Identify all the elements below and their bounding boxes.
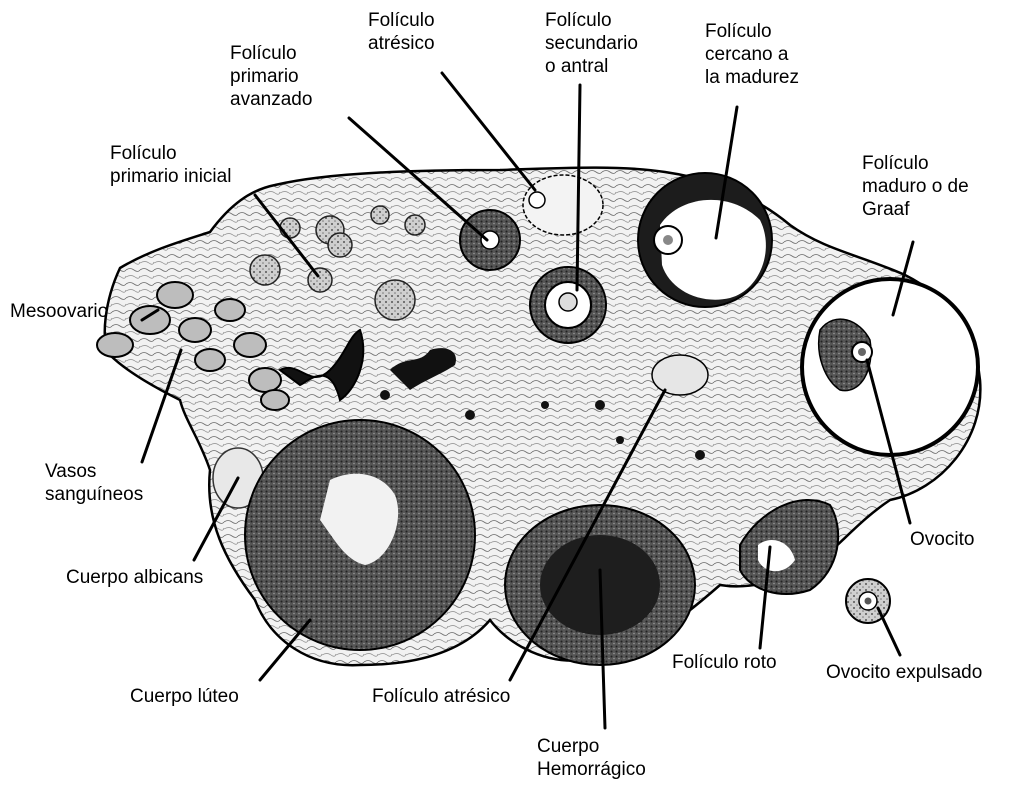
- label-foliculo-atresico-top: Folículo atrésico: [368, 9, 435, 55]
- label-foliculo-atresico-bottom: Folículo atrésico: [372, 685, 510, 708]
- label-foliculo-primario-avanzado: Folículo primario avanzado: [230, 42, 312, 111]
- label-foliculo-primario-inicial: Folículo primario inicial: [110, 142, 231, 188]
- label-foliculo-cercano-madurez: Folículo cercano a la madurez: [705, 20, 799, 89]
- label-foliculo-roto: Folículo roto: [672, 651, 777, 674]
- label-ovocito: Ovocito: [910, 528, 974, 551]
- label-foliculo-maduro-graaf: Folículo maduro o de Graaf: [862, 152, 969, 221]
- label-vasos-sanguineos: Vasos sanguíneos: [45, 460, 143, 506]
- label-cuerpo-hemorragico: Cuerpo Hemorrágico: [537, 735, 646, 781]
- label-cuerpo-luteo: Cuerpo lúteo: [130, 685, 239, 708]
- label-cuerpo-albicans: Cuerpo albicans: [66, 566, 203, 589]
- label-foliculo-secundario: Folículo secundario o antral: [545, 9, 638, 78]
- label-mesoovario: Mesoovario: [10, 300, 108, 323]
- label-ovocito-expulsado: Ovocito expulsado: [826, 661, 982, 684]
